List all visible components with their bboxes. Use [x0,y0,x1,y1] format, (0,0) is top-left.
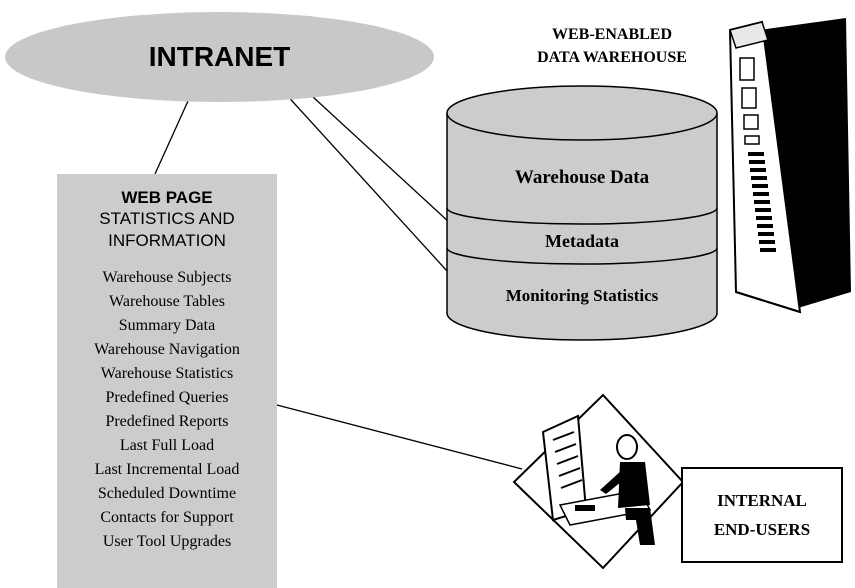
intranet-label: INTRANET [148,41,291,72]
warehouse-data-label: Warehouse Data [514,167,650,188]
intranet-to-metadata-line [299,84,463,235]
list-item: User Tool Upgrades [102,533,232,550]
end-users-line2: END-USERS [713,520,811,539]
internal-end-users-box: INTERNAL END-USERS [681,467,843,563]
monitoring-statistics-label: Monitoring Statistics [505,286,659,305]
end-users-line1: INTERNAL [717,491,807,510]
list-item: Contacts for Support [100,509,234,526]
list-item: Warehouse Navigation [94,341,240,358]
list-item: Last Incremental Load [94,461,240,478]
list-item: Last Full Load [119,437,215,454]
intranet-to-monitoring-line [282,90,469,295]
data-warehouse-title-line1: WEB-ENABLED [551,26,673,43]
list-item: Warehouse Statistics [100,365,234,382]
data-warehouse-title: WEB-ENABLED DATA WAREHOUSE [512,23,712,69]
data-warehouse-title-line2: DATA WAREHOUSE [537,49,687,66]
web-page-title: WEB PAGE [121,188,213,207]
list-item: Summary Data [118,317,216,334]
list-item: Warehouse Subjects [102,269,232,286]
web-page-subtitle-line1: STATISTICS AND [99,209,235,228]
list-item: Predefined Reports [105,413,229,430]
list-item: Predefined Queries [105,389,229,406]
metadata-label: Metadata [545,231,619,251]
web-page-box: WEB PAGE STATISTICS AND INFORMATION Ware… [57,174,277,588]
web-page-subtitle-line2: INFORMATION [108,231,226,250]
list-item: Warehouse Tables [109,293,225,310]
list-item: Scheduled Downtime [97,485,237,502]
web-page-item-list: Warehouse Subjects Warehouse Tables Summ… [57,266,277,554]
webpage-to-users-line [276,404,523,470]
intranet-ellipse [5,12,434,102]
intranet-to-webpage-line [154,89,194,175]
